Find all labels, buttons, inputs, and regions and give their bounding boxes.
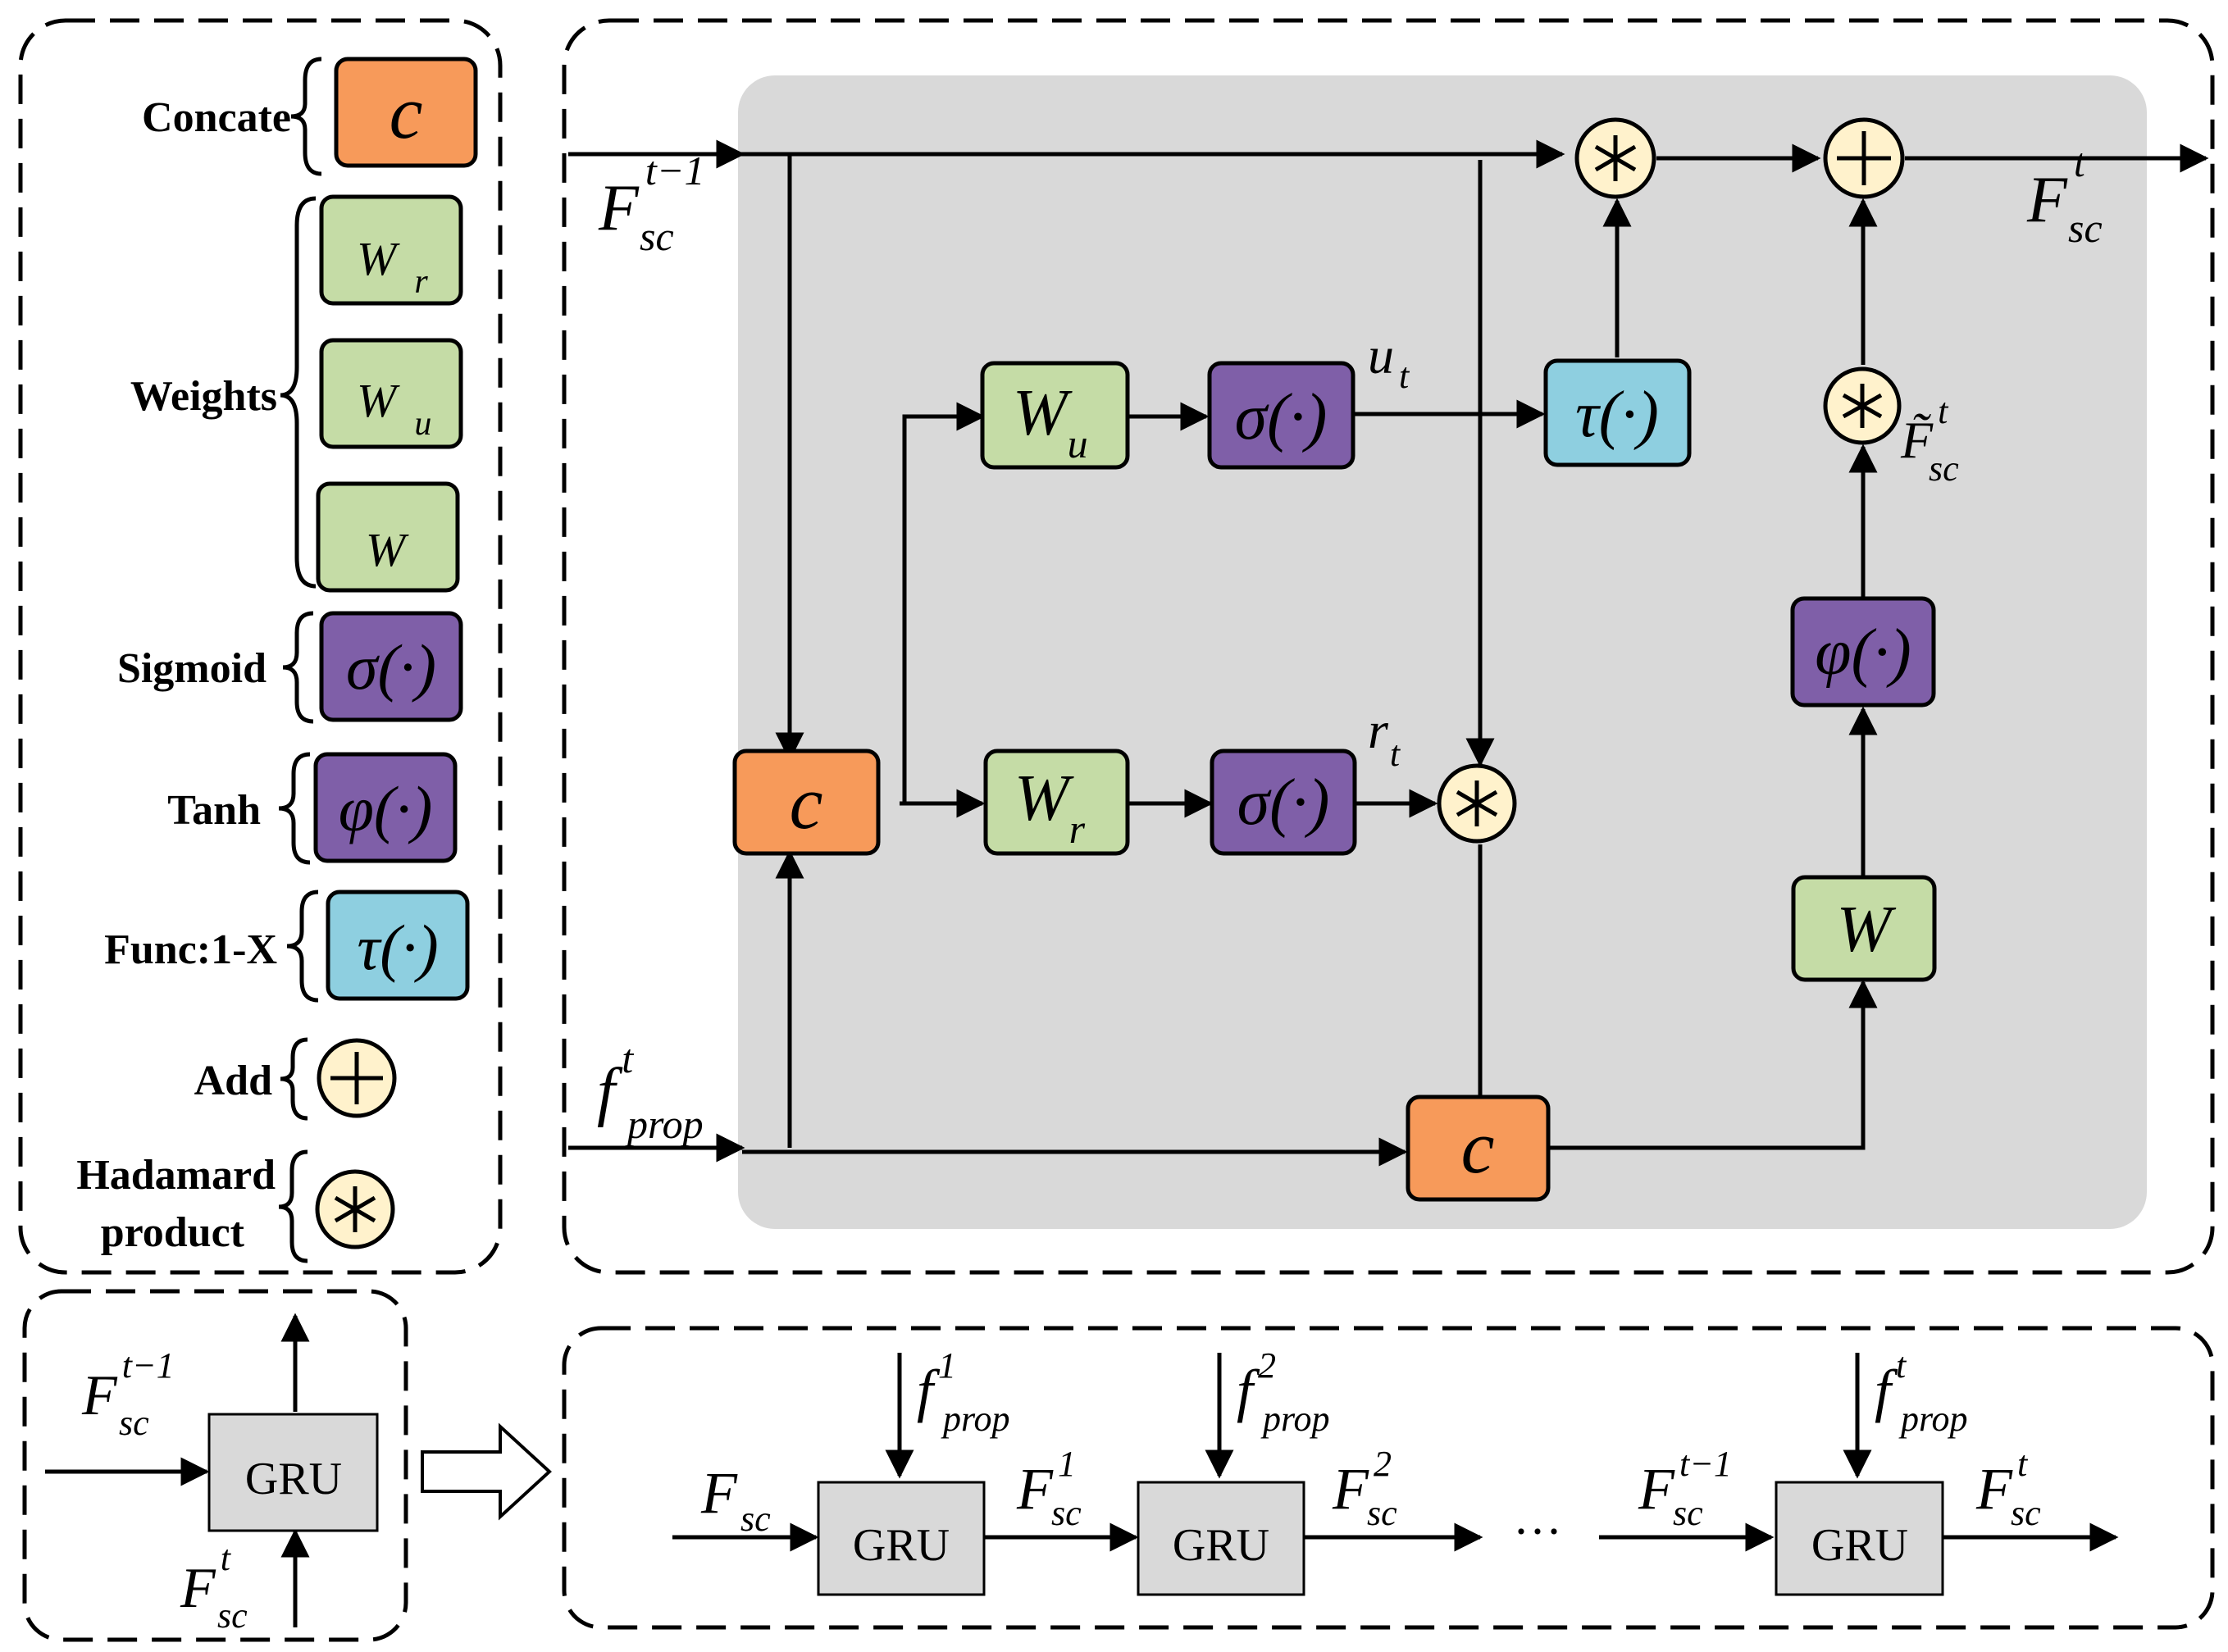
legend-weight-w: W xyxy=(366,523,409,576)
cell-wu-label: Wu xyxy=(1013,377,1088,466)
legend-concat-symbol: c xyxy=(390,71,423,154)
cell-hadamard-reset-icon xyxy=(1437,763,1517,844)
cell-hadamard-top-icon xyxy=(1574,117,1656,199)
legend-add-label: Add xyxy=(194,1058,272,1104)
legend-add-icon xyxy=(317,1038,397,1118)
cell-wr-box xyxy=(983,749,1130,856)
gru-unit-panel xyxy=(22,1289,408,1642)
cell-concat-2-box xyxy=(1406,1095,1551,1202)
cell-wr-label: Wr xyxy=(1014,762,1086,852)
legend-concat-label: Concate xyxy=(142,94,291,141)
legend-func-box xyxy=(326,890,470,1001)
sequence-ellipsis: ··· xyxy=(1513,1504,1562,1559)
block-right-arrow-icon xyxy=(421,1422,552,1521)
sequence-gru-1-box xyxy=(817,1481,986,1596)
cell-hadamard-mid-icon xyxy=(1823,366,1902,445)
cell-sigma-r-symbol: σ(·) xyxy=(1237,767,1330,839)
legend-func-symbol: τ(·) xyxy=(357,912,438,983)
legend-weight-box-u xyxy=(319,338,463,449)
legend-concat-box xyxy=(334,57,478,168)
cell-add-icon xyxy=(1823,117,1905,199)
cell-panel xyxy=(562,18,2215,1275)
cell-sigma-u-box xyxy=(1207,361,1355,470)
legend-concat-brace xyxy=(290,57,322,176)
cell-concat-2-symbol: c xyxy=(1461,1105,1495,1189)
cell-concat-1-symbol: c xyxy=(790,761,823,844)
cell-sigma-r-box xyxy=(1210,749,1357,856)
sequence-gru-t-box xyxy=(1775,1481,1944,1596)
legend-tanh-brace xyxy=(278,752,311,865)
legend-hadamard-icon xyxy=(315,1169,395,1249)
legend-panel xyxy=(18,18,503,1275)
gru-unit-label: GRU xyxy=(245,1454,342,1504)
legend-tanh-symbol: φ(·) xyxy=(339,773,433,844)
sequence-start-label: Fsc xyxy=(700,1460,771,1539)
cell-tau-box xyxy=(1543,358,1692,467)
legend-weights-brace xyxy=(280,196,317,589)
legend-hadamard-label-2: product xyxy=(101,1209,245,1256)
legend-weights-label: Weights xyxy=(130,373,277,420)
legend-sigmoid-box xyxy=(319,611,463,722)
legend-weight-box-w xyxy=(316,481,460,593)
cell-w-box xyxy=(1791,875,1937,982)
cell-concat-1-box xyxy=(732,749,881,856)
gru-cell: c Wu Wr σ(·) σ(·) τ(·) φ(·) W c xyxy=(568,75,2209,1229)
sequence-gru-2-box xyxy=(1137,1481,1305,1596)
cell-phi-symbol: φ(·) xyxy=(1815,617,1911,689)
sequence-panel xyxy=(562,1326,2215,1630)
legend-add-brace xyxy=(280,1037,308,1121)
legend-func-brace xyxy=(286,890,319,1003)
legend-tanh-label: Tanh xyxy=(167,787,261,834)
legend-hadamard-label: Hadamard xyxy=(76,1152,276,1199)
legend-sigmoid-label: Sigmoid xyxy=(117,645,267,692)
legend-weight-box-r xyxy=(319,194,463,306)
sequence-gru-2-label: GRU xyxy=(1173,1520,1269,1571)
legend-tanh-box xyxy=(313,752,458,863)
legend-sigmoid-symbol: σ(·) xyxy=(346,631,436,703)
cell-w-label: W xyxy=(1837,894,1897,966)
sequence-gru-t-label: GRU xyxy=(1811,1520,1908,1571)
sequence-gru-1-label: GRU xyxy=(853,1520,950,1571)
legend-sigmoid-brace xyxy=(282,611,314,724)
gru-unit-box xyxy=(207,1413,379,1532)
cell-sigma-u-symbol: σ(·) xyxy=(1235,381,1328,453)
cell-wires xyxy=(568,139,2209,1167)
cell-reset-gate-label: rt xyxy=(1368,701,1401,774)
legend-hadamard-brace xyxy=(278,1149,308,1263)
legend-func-label: Func:1-X xyxy=(104,926,277,973)
cell-wu-box xyxy=(980,361,1130,470)
cell-phi-box xyxy=(1790,596,1936,708)
cell-tau-symbol: τ(·) xyxy=(1575,379,1659,451)
